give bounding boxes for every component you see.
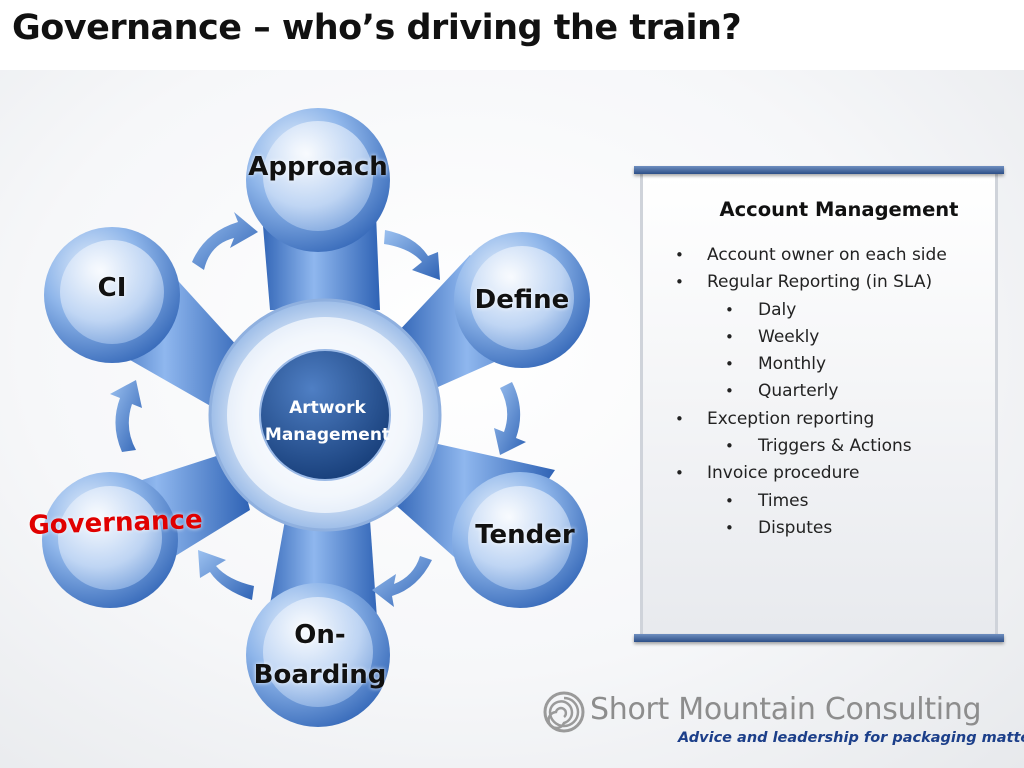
list-item: Daly <box>667 297 947 325</box>
arrow-governance-to-ci-icon <box>110 380 142 452</box>
arrow-approach-to-define-icon <box>384 230 440 280</box>
hub-center-circle <box>259 349 391 481</box>
panel-body: Account Management Account owner on each… <box>640 174 998 634</box>
center-label-line2: Management <box>264 425 391 445</box>
list-item: Quarterly <box>667 378 947 406</box>
node-label-ci: CI <box>97 273 127 303</box>
arrow-tender-to-onboarding-icon <box>372 556 432 607</box>
cycle-arrows <box>110 212 526 607</box>
node-approach-inner <box>263 121 373 231</box>
node-onboarding-inner <box>263 597 373 707</box>
company-logo: Short Mountain Consulting Advice and lea… <box>542 690 1024 752</box>
list-item: Times <box>667 488 947 516</box>
node-label-define: Define <box>474 285 570 315</box>
list-item: Weekly <box>667 324 947 352</box>
node-label-tender: Tender <box>475 520 575 550</box>
center-label-line1: Artwork <box>289 398 366 418</box>
node-label-approach: Approach <box>248 152 388 182</box>
company-tagline: Advice and leadership for packaging matt… <box>678 730 1024 746</box>
node-ci-inner <box>60 240 164 344</box>
list-item: Triggers & Actions <box>667 433 947 461</box>
list-item: Invoice procedure <box>667 460 947 488</box>
list-item: Disputes <box>667 515 947 543</box>
list-item: Account owner on each side <box>667 242 947 270</box>
slide-title: Governance – who’s driving the train? <box>12 8 742 48</box>
company-name: Short Mountain Consulting <box>590 692 982 727</box>
bullet-list: Account owner on each side Regular Repor… <box>667 242 947 543</box>
panel-bottom-bar <box>634 634 1004 642</box>
arrow-onboarding-to-governance-icon <box>198 550 254 600</box>
list-item: Regular Reporting (in SLA) <box>667 269 947 297</box>
node-define-inner <box>470 246 574 350</box>
center-label: Artwork Management <box>255 395 400 449</box>
node-tender-inner <box>468 486 572 590</box>
node-label-onboarding-1: On- <box>294 620 346 650</box>
spiral-logo-icon <box>543 691 585 733</box>
arrow-ci-to-approach-icon <box>192 212 258 270</box>
title-bar: Governance – who’s driving the train? <box>0 0 1024 70</box>
panel-heading: Account Management <box>719 198 959 221</box>
arrow-define-to-tender-icon <box>494 382 526 455</box>
node-label-onboarding-2: Boarding <box>253 660 387 690</box>
node-label-governance: Governance <box>27 504 204 542</box>
cycle-diagram <box>42 108 590 727</box>
list-item: Exception reporting <box>667 406 947 434</box>
node-circles <box>42 108 590 727</box>
account-management-panel: Account Management Account owner on each… <box>634 166 1004 642</box>
node-governance-inner <box>58 486 162 590</box>
list-item: Monthly <box>667 351 947 379</box>
panel-top-bar <box>634 166 1004 174</box>
